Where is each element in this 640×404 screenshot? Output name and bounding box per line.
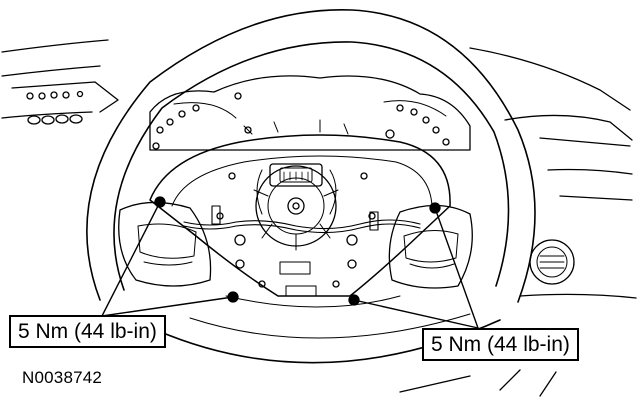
steering-wheel-rim <box>86 9 536 364</box>
wiring-harness <box>183 205 421 234</box>
figure-reference-number: N0038742 <box>22 368 103 387</box>
instrument-cluster <box>149 75 471 151</box>
wheel-spoke-hub <box>149 134 451 308</box>
right-switch-pod <box>388 204 473 289</box>
torque-callout-right: 5 Nm (44 lb-in) <box>422 328 579 361</box>
airbag-connector-hub <box>216 163 376 297</box>
left-switch-pod <box>118 201 212 287</box>
callout-leader-lines <box>101 201 479 329</box>
air-vent-knob <box>529 239 575 285</box>
dashboard-outline <box>1 39 637 397</box>
torque-callout-left: 5 Nm (44 lb-in) <box>9 315 166 348</box>
dash-indicators-left <box>26 90 84 125</box>
